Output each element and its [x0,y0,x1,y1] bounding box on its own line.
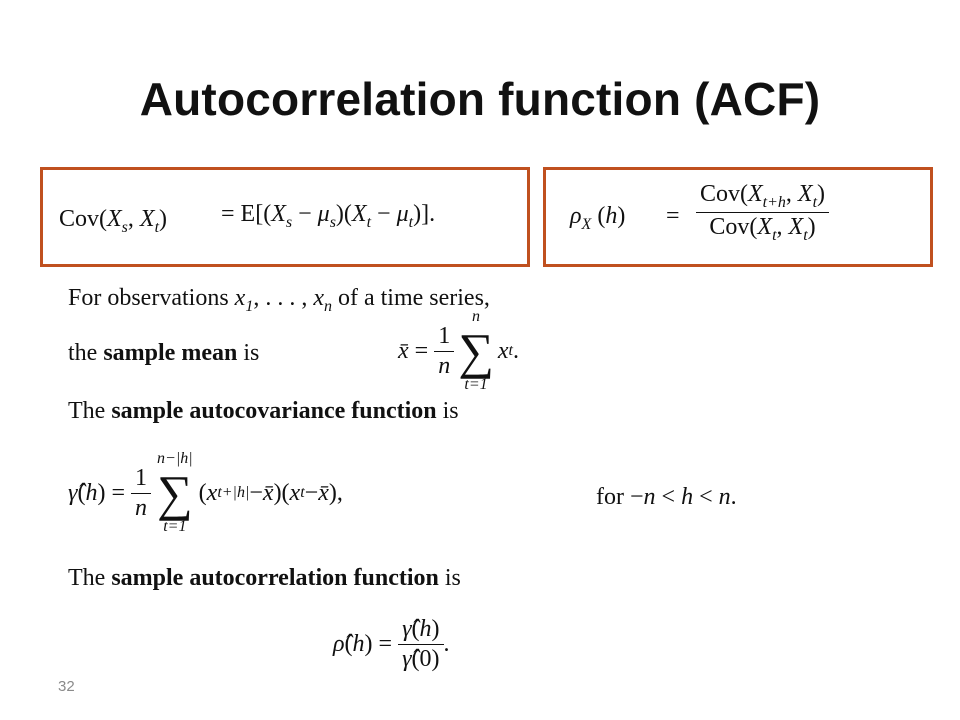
covariance-definition-box: Cov(Xs, Xt) = E[(Xs − μs)(Xt − μt)]. [40,167,530,267]
slide-title: Autocorrelation function (ACF) [139,73,821,125]
observations-math: x [234,285,246,311]
sample-mean-prefix: the [68,340,98,366]
autocov-prefix: The [68,398,106,424]
autocorr-suffix: is [444,565,461,591]
rho-fraction: Cov(Xt+h, Xt) Cov(Xt, Xt) [696,180,830,245]
autocorrelation-formula: ρ̂(h) = γ̂(h)γ̂(0). [333,616,450,672]
rho-denominator: Cov(Xt, Xt) [709,214,816,245]
covariance-lhs: Cov(Xs, Xt) [59,206,168,236]
slide-number: 32 [58,678,75,695]
range-prefix: for [596,484,624,510]
sample-mean-line: the sample mean is [68,340,259,367]
rho-equals: = [666,203,680,229]
autocov-bold: sample autocovariance function [111,398,437,424]
rho-lhs: ρX (h) [570,203,626,233]
autocorrelation-line: The sample autocorrelation function is [68,565,461,592]
rho-numerator: Cov(Xt+h, Xt) [700,181,826,211]
sample-mean-suffix: is [243,340,260,366]
observations-prefix: For observations [68,285,229,311]
autocovariance-line: The sample autocovariance function is [68,398,459,425]
fraction-line [696,212,830,214]
sample-mean-bold: sample mean [103,340,238,366]
range-condition: for −n < h < n. [596,484,737,510]
autocorr-prefix: The [68,565,106,591]
autocov-suffix: is [442,398,459,424]
autocorrelation-definition-box: ρX (h) = Cov(Xt+h, Xt) Cov(Xt, Xt) [543,167,933,267]
covariance-rhs: = E[(Xs − μs)(Xt − μt)]. [221,201,436,231]
observations-line: For observations x1, . . . , xn of a tim… [68,285,490,315]
observations-suffix: of a time series, [337,285,490,311]
autocorr-bold: sample autocorrelation function [111,565,439,591]
